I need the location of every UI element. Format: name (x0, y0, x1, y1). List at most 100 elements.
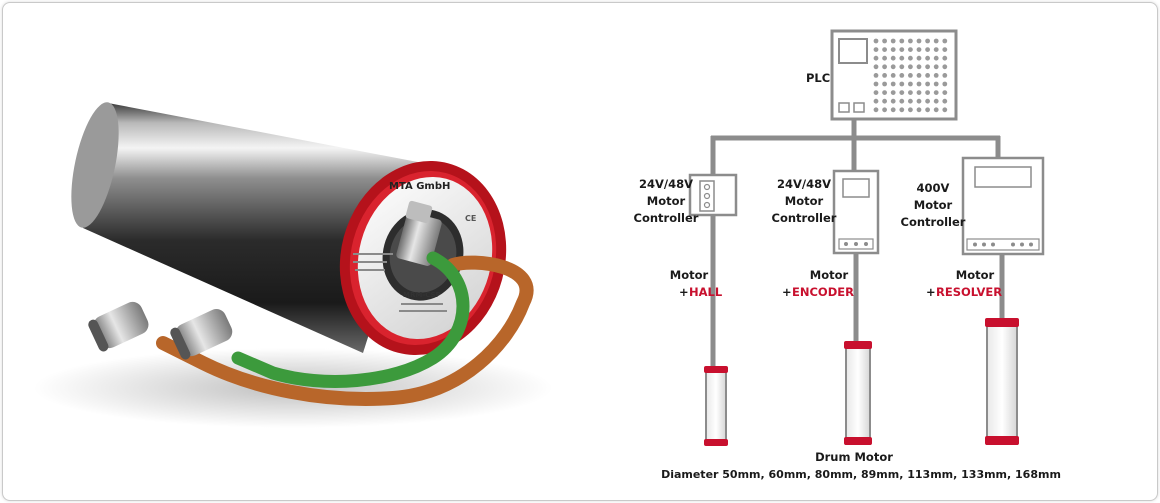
plc-io-dot (925, 64, 930, 70)
controller-1-box (688, 173, 738, 217)
plc-io-dot (882, 55, 887, 61)
plc-io-dot (873, 81, 879, 87)
plc-io-dot (933, 47, 939, 52)
cap-label-line (355, 269, 385, 271)
plc-io-dot (908, 90, 913, 95)
plc-io-dot (933, 64, 939, 70)
plc-unit (830, 29, 958, 121)
plc-io-dot (873, 90, 879, 95)
plc-io-dot (873, 107, 879, 113)
plc-io-dot (882, 107, 887, 113)
plc-io-dot (908, 73, 913, 78)
plc-io-dot (899, 98, 905, 104)
plc-io-dot (916, 90, 922, 95)
plc-io-dot (908, 55, 913, 61)
motor-3-feedback: RESOLVER (936, 285, 1002, 299)
controller-2-line3: Controller (772, 211, 837, 225)
cable-gland-nut (405, 200, 433, 224)
motor-rear-end (71, 102, 119, 228)
caption-title: Drum Motor (815, 450, 893, 464)
motor-1-label: Motor (670, 268, 709, 282)
motor-2-label: Motor (810, 268, 849, 282)
plc-io-dot (873, 98, 879, 104)
plc-io-dot (916, 73, 922, 78)
motor-3-label: Motor (956, 268, 995, 282)
controller-3-voltage: 400V (917, 181, 950, 195)
plc-io-dot (916, 64, 922, 70)
plc-io-dot (916, 55, 922, 61)
plc-io-dot (882, 90, 887, 95)
drum-motor-small (704, 366, 728, 446)
controller-1-voltage: 24V/48V (639, 177, 693, 191)
plc-io-dot (882, 38, 887, 44)
motor-1-plus: + (679, 285, 689, 299)
ce-mark: CE (465, 214, 476, 223)
plc-io-dot (908, 38, 913, 44)
plc-io-dot (925, 55, 930, 61)
drum-motor-medium (844, 341, 872, 445)
plc-io-dot (890, 64, 896, 70)
controller-3-line3: Controller (901, 215, 966, 229)
plc-io-dot (933, 107, 939, 113)
plc-io-dot (908, 98, 913, 104)
plc-io-dot (890, 47, 896, 52)
plc-io-dot (942, 98, 948, 104)
plc-io-dot (890, 55, 896, 61)
brand-label: MTA GmbH (389, 181, 450, 192)
plc-io-dot (916, 81, 922, 87)
plc-io-dot (873, 55, 879, 61)
plc-io-dot (873, 38, 879, 44)
plc-io-dot (925, 107, 930, 113)
plc-io-dot (933, 73, 939, 78)
cap-label-line (399, 310, 447, 312)
plc-io-dot (899, 38, 905, 44)
plc-io-dot (916, 107, 922, 113)
plc-io-dot (933, 90, 939, 95)
drum-motor-large (985, 318, 1019, 445)
drum-motor-illustration: MTA GmbH CE MRM-CSP (33, 102, 553, 428)
plc-io-dot (925, 38, 930, 44)
plc-io-dot (873, 73, 879, 78)
figure-canvas: MTA GmbH CE MRM-CSP (33, 29, 1061, 481)
plc-io-dot (925, 98, 930, 104)
plc-io-dot (925, 90, 930, 95)
plc-io-dot (942, 38, 948, 44)
plc-io-dot (908, 107, 913, 113)
plc-io-dot (890, 81, 896, 87)
controller-1-line2: Motor (647, 194, 686, 208)
plc-io-dot (925, 81, 930, 87)
plc-io-dot (916, 38, 922, 44)
plc-io-dot (933, 98, 939, 104)
cap-label-line (353, 261, 387, 263)
plc-io-dot (899, 64, 905, 70)
plc-io-dot (890, 90, 896, 95)
motor-3-plus: + (926, 285, 936, 299)
power-cable-orange (156, 255, 534, 406)
controller-3-box (961, 156, 1045, 256)
plc-io-dot (882, 73, 887, 78)
plc-io-dot (942, 81, 948, 87)
plc-io-dot (942, 90, 948, 95)
plc-io-dot (908, 47, 913, 52)
controller-1-line3: Controller (634, 211, 699, 225)
motor-cylinder-body (83, 103, 423, 353)
plc-io-dot (890, 98, 896, 104)
controller-2-voltage: 24V/48V (777, 177, 831, 191)
plc-io-dot (899, 47, 905, 52)
plc-io-dot (899, 55, 905, 61)
plc-io-dot (882, 47, 887, 52)
plc-io-dot (925, 73, 930, 78)
model-label: MRM-CSP (403, 291, 441, 299)
plc-io-dot (899, 90, 905, 95)
cap-label-line (401, 303, 443, 305)
motor-1-feedback: HALL (689, 285, 723, 299)
plc-io-dot (942, 107, 948, 113)
connector-1 (88, 301, 149, 352)
plc-io-grid (873, 38, 948, 113)
plc-io-dot (916, 47, 922, 52)
plc-io-dot (899, 81, 905, 87)
plc-io-dot (942, 73, 948, 78)
signal-cable-green (231, 251, 470, 388)
plc-io-dot (873, 64, 879, 70)
